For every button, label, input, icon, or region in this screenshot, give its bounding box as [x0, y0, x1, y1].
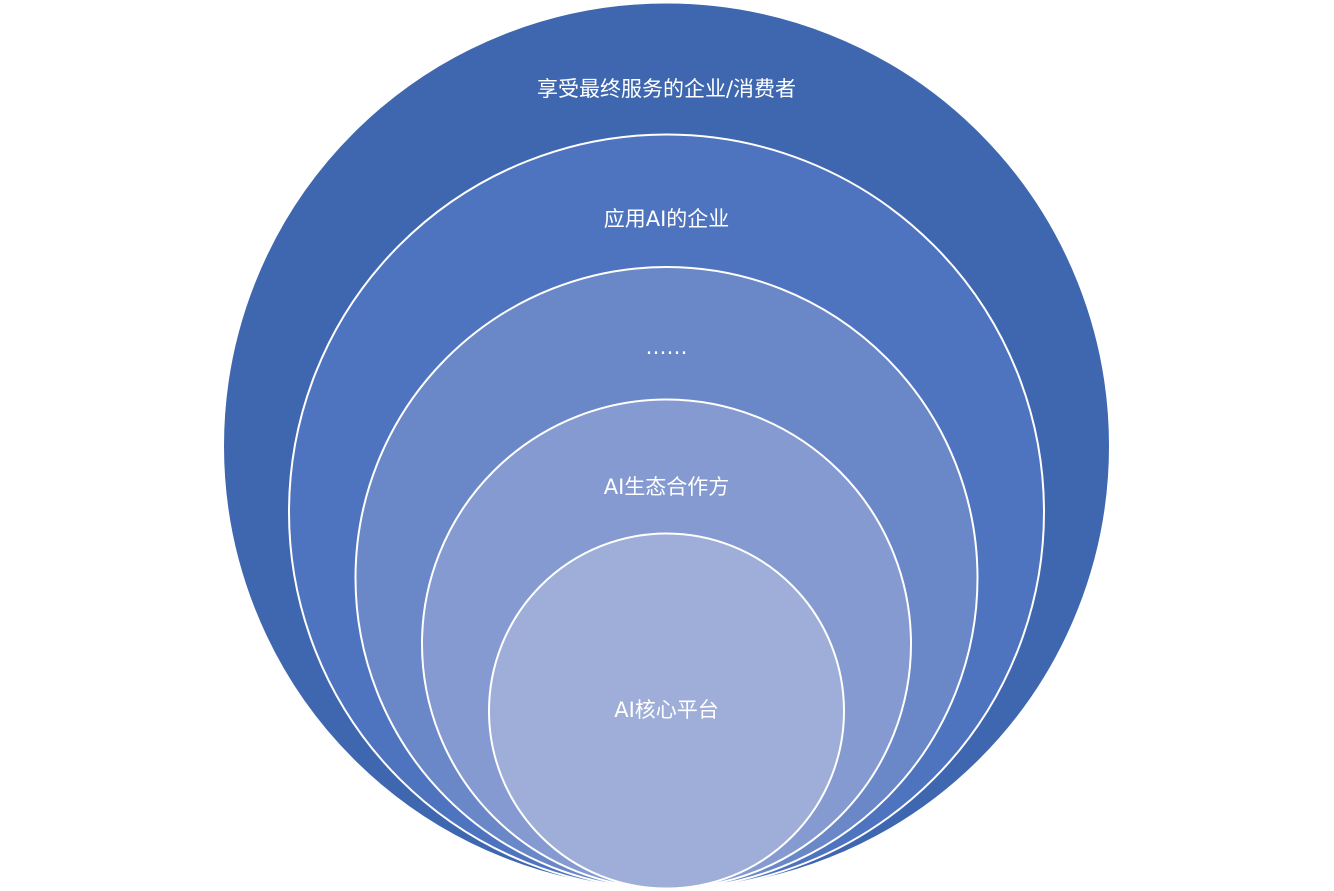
ring-core-label: AI核心平台	[614, 698, 719, 722]
ring-enterprise-label: 应用AI的企业	[604, 207, 730, 231]
ring-outer-label: 享受最终服务的企业/消费者	[537, 77, 796, 101]
ring-ellipsis-label: ……	[646, 335, 688, 359]
ring-partner-label: AI生态合作方	[604, 475, 730, 499]
ring-core-circle	[488, 532, 845, 890]
